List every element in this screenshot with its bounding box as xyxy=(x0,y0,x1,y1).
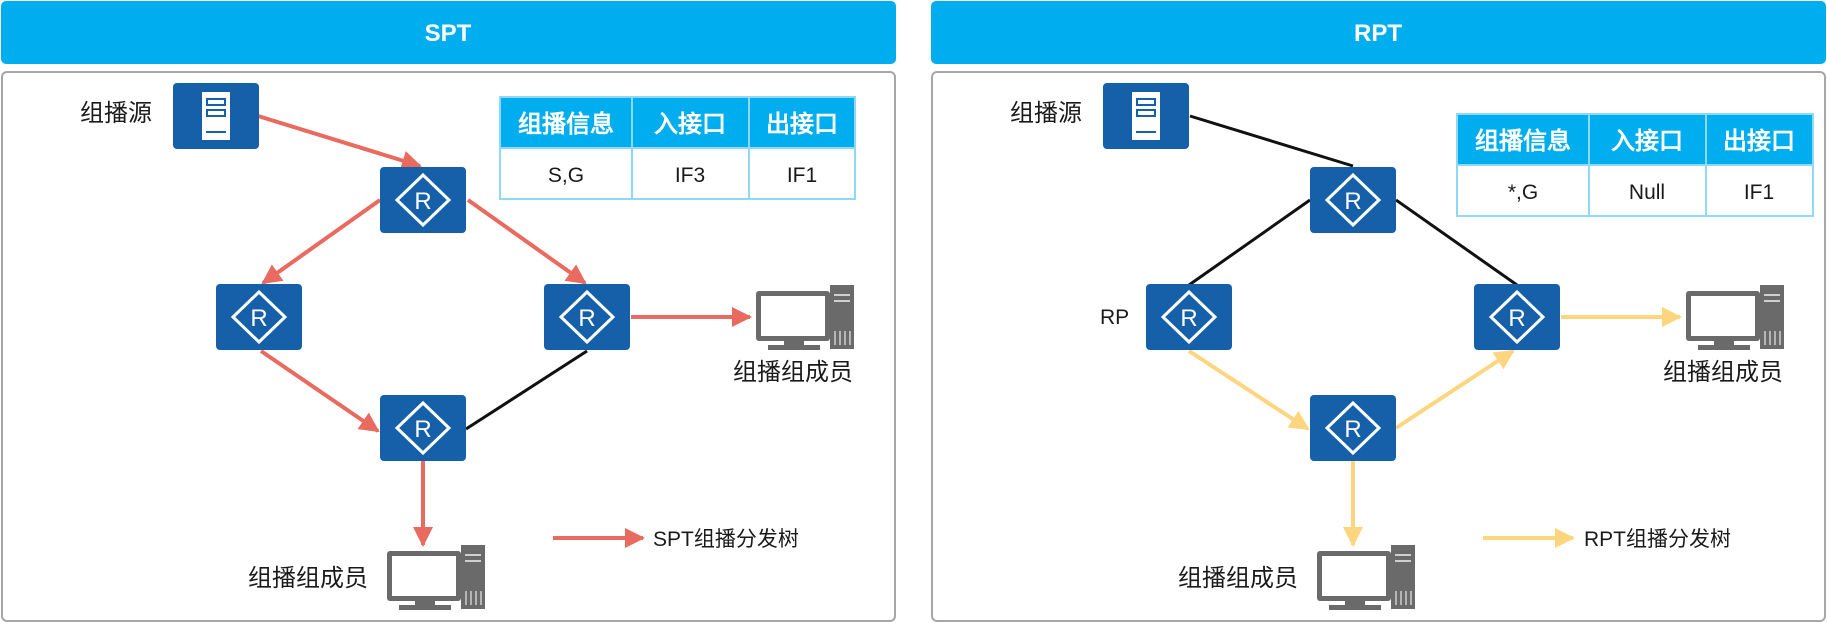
spt-table-header-cell: 出接口 xyxy=(766,111,838,138)
spt-table-cell: S,G xyxy=(548,164,584,187)
rpt-link-r4-r3 xyxy=(1394,349,1515,430)
rpt-member-right-label: 组播组成员 xyxy=(1663,359,1783,386)
rpt-table-header-cell: 入接口 xyxy=(1611,128,1683,155)
spt-link-r1-r2 xyxy=(261,198,382,285)
spt-member-right-pc-icon xyxy=(755,284,855,351)
rpt-table-cell: Null xyxy=(1629,181,1665,204)
rpt-member-right-pc-icon xyxy=(1685,284,1785,351)
spt-router-4-router-icon xyxy=(378,393,468,463)
rpt-rp-label: RP xyxy=(1100,306,1129,329)
spt-source-label: 组播源 xyxy=(80,100,152,127)
spt-member-bottom-pc-icon xyxy=(386,544,486,611)
spt-table-cell: IF3 xyxy=(675,164,705,187)
rpt-table-header-row xyxy=(1458,115,1812,165)
spt-router-1-router-icon xyxy=(378,165,468,235)
rpt-table-cell: IF1 xyxy=(1744,181,1774,204)
spt-table-header-cell: 入接口 xyxy=(654,111,726,138)
spt-link-r1-r3 xyxy=(466,198,587,285)
spt-router-3-router-icon xyxy=(542,282,632,352)
rpt-header-bar xyxy=(931,1,1826,64)
rpt-server-icon xyxy=(1102,82,1190,150)
spt-member-bottom-label: 组播组成员 xyxy=(248,565,368,592)
spt-body-frame xyxy=(1,71,896,622)
rpt-member-bottom-label: 组播组成员 xyxy=(1178,565,1298,592)
rpt-table: 组播信息 入接口 出接口 *,G Null IF1 xyxy=(1456,113,1814,217)
rpt-link-r1-rp xyxy=(1188,198,1311,287)
spt-router-2-router-icon xyxy=(214,282,304,352)
spt-table-cell: IF1 xyxy=(787,164,817,187)
spt-header-bar xyxy=(1,1,896,64)
rpt-link-source-r1 xyxy=(1189,114,1354,168)
rpt-rp-router-icon xyxy=(1144,282,1234,352)
rpt-legend-label: RPT组播分发树 xyxy=(1584,528,1731,551)
spt-table: 组播信息 入接口 出接口 S,G IF3 IF1 xyxy=(499,96,856,200)
spt-link-r3-r4 xyxy=(465,349,588,431)
spt-server-icon xyxy=(172,82,260,150)
spt-table-header-row xyxy=(501,98,854,148)
spt-link-source-r1 xyxy=(257,114,422,171)
spt-panel: SPT 组播源 组播组成员 组播组成员 组播信息 入接口 出接口 xyxy=(1,1,896,622)
rpt-link-rp-r4 xyxy=(1187,349,1310,431)
rpt-table-cell: *,G xyxy=(1508,181,1538,204)
rpt-panel: RPT 组播源 RP 组播组成员 组播组成员 组播信息 入接口 xyxy=(931,1,1826,622)
rpt-link-r1-r3 xyxy=(1395,198,1518,287)
rpt-router-3-router-icon xyxy=(1472,282,1562,352)
spt-table-header-cell: 组播信息 xyxy=(518,110,614,138)
rpt-title: RPT xyxy=(1354,20,1402,47)
rpt-table-header-cell: 组播信息 xyxy=(1475,127,1571,155)
rpt-source-label: 组播源 xyxy=(1010,100,1082,127)
spt-title: SPT xyxy=(425,20,472,47)
spt-member-right-label: 组播组成员 xyxy=(733,359,853,386)
spt-legend-label: SPT组播分发树 xyxy=(653,528,799,551)
rpt-router-1-router-icon xyxy=(1308,165,1398,235)
rpt-member-bottom-pc-icon xyxy=(1316,544,1416,611)
rpt-table-header-cell: 出接口 xyxy=(1723,128,1795,155)
spt-link-r2-r4 xyxy=(259,349,380,433)
rpt-router-4-router-icon xyxy=(1308,393,1398,463)
